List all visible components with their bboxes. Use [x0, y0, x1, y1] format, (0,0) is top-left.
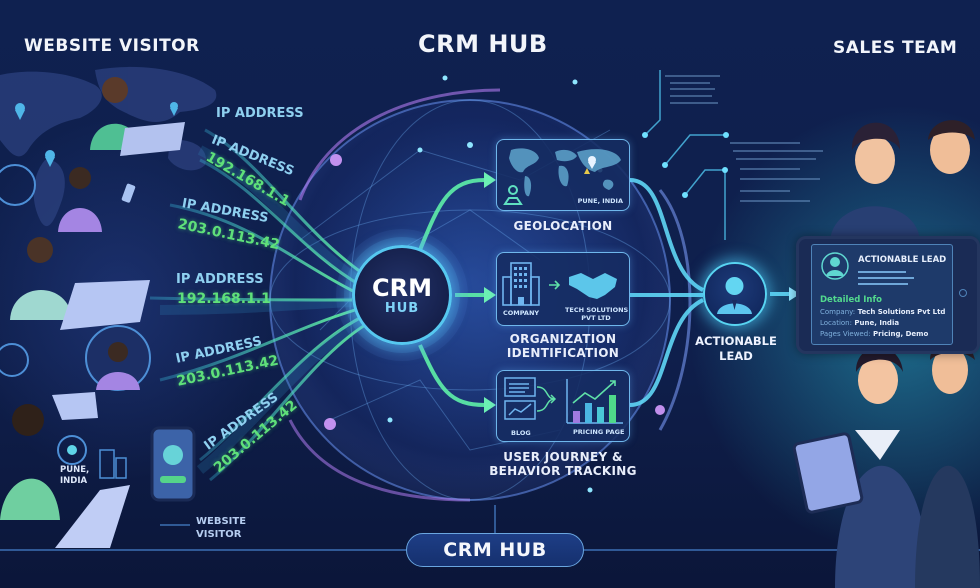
row-value: Tech Solutions Pvt Ltd [857, 308, 946, 316]
pin-icon-circle [57, 435, 87, 465]
bar-chart-icon [566, 379, 623, 424]
arrow-icon [549, 280, 561, 290]
visitor-location-caption: PUNE, INDIA [60, 465, 89, 487]
row-value: Pricing, Demo [872, 330, 929, 338]
arrow-icon [484, 397, 496, 413]
user-journey-caption-line-2: BEHAVIOR TRACKING [489, 464, 637, 478]
arrow-icon [484, 287, 496, 303]
blog-label: BLOG [511, 429, 531, 437]
crm-hub-node: CRM HUB [352, 245, 452, 345]
detailed-info-heading: Detailed Info [820, 295, 883, 305]
user-journey-caption: USER JOURNEY & BEHAVIOR TRACKING [470, 450, 656, 478]
company-label: COMPANY [503, 309, 540, 317]
city-icon-circle [0, 164, 36, 206]
lead-card-title: ACTIONABLE LEAD [858, 255, 947, 265]
location-pin-icon [503, 185, 523, 205]
pricing-page-label: PRICING PAGE [573, 428, 625, 436]
map-location-label: PUNE, INDIA [577, 197, 623, 205]
company-name-line-1: TECH SOLUTIONS [565, 306, 629, 314]
ip-address-label: IP ADDRESS [216, 106, 304, 121]
website-visitor-heading: WEBSITE VISITOR [24, 36, 200, 56]
user-journey-card: BLOG PRICING PAGE [496, 370, 630, 442]
arrow-icon [789, 287, 800, 301]
organization-caption-line-2: IDENTIFICATION [506, 346, 620, 360]
company-name-line-2: PVT LTD [581, 314, 611, 322]
visitor-caption-line-2: VISITOR [196, 529, 242, 540]
geolocation-card: PUNE, INDIA [496, 139, 630, 211]
user-journey-caption-line-1: USER JOURNEY & [503, 450, 623, 464]
hub-subtitle: HUB [384, 300, 420, 316]
ip-address-value: 192.168.1.1 [177, 291, 271, 307]
ip-address-label: IP ADDRESS [176, 272, 264, 287]
geolocation-caption: GEOLOCATION [513, 219, 613, 233]
row-key: Pages Viewed: [820, 330, 871, 338]
map-pin-icon [584, 156, 596, 174]
row-key: Company: [820, 308, 856, 316]
crm-hub-heading: CRM HUB [418, 30, 548, 58]
placeholder-line [858, 271, 906, 273]
tablet-home-button [959, 289, 967, 297]
actionable-lead-caption: ACTIONABLE LEAD [690, 334, 782, 364]
lead-detail-screen: ACTIONABLE LEAD Detailed Info Company: T… [811, 244, 953, 345]
lead-company-row: Company: Tech Solutions Pvt Ltd [820, 308, 945, 316]
organization-caption-line-1: ORGANIZATION [509, 332, 617, 346]
website-visitor-illustrations [0, 77, 196, 548]
person-icon [717, 277, 752, 314]
organization-caption: ORGANIZATION IDENTIFICATION [470, 332, 656, 360]
sales-team-illustrations [792, 120, 980, 588]
lead-caption-line-2: LEAD [719, 349, 753, 363]
row-key: Location: [820, 319, 852, 327]
row-value: Pune, India [854, 319, 900, 327]
lead-pages-row: Pages Viewed: Pricing, Demo [820, 330, 928, 338]
lead-location-row: Location: Pune, India [820, 319, 899, 327]
company-building-icon [502, 262, 540, 306]
handshake-icon [569, 273, 617, 299]
blog-page-icon [504, 377, 536, 420]
actionable-lead-node [703, 262, 767, 326]
location-line-1: PUNE, [60, 465, 90, 475]
hub-title: CRM [372, 273, 432, 302]
visitor-caption-line-1: WEBSITE [196, 516, 247, 527]
globe-icon-circle [0, 343, 29, 377]
avatar-icon [821, 252, 849, 280]
crm-hub-footer-pill: CRM HUB [406, 533, 584, 567]
world-map-icon [503, 148, 621, 205]
map-pin-icon [15, 102, 178, 167]
placeholder-line [858, 277, 914, 279]
sales-team-heading: SALES TEAM [833, 38, 958, 58]
arrow-icon [484, 172, 496, 188]
organization-card: COMPANY TECH SOLUTIONS PVT LTD [496, 252, 630, 326]
company-name-label: TECH SOLUTIONS PVT LTD [565, 306, 629, 322]
lead-detail-tablet: ACTIONABLE LEAD Detailed Info Company: T… [796, 236, 980, 354]
lead-caption-line-1: ACTIONABLE [695, 334, 777, 348]
location-line-2: INDIA [60, 476, 88, 486]
website-visitor-caption: WEBSITE VISITOR [196, 515, 246, 541]
flow-arrow-icon [536, 386, 557, 412]
placeholder-line [858, 283, 908, 285]
